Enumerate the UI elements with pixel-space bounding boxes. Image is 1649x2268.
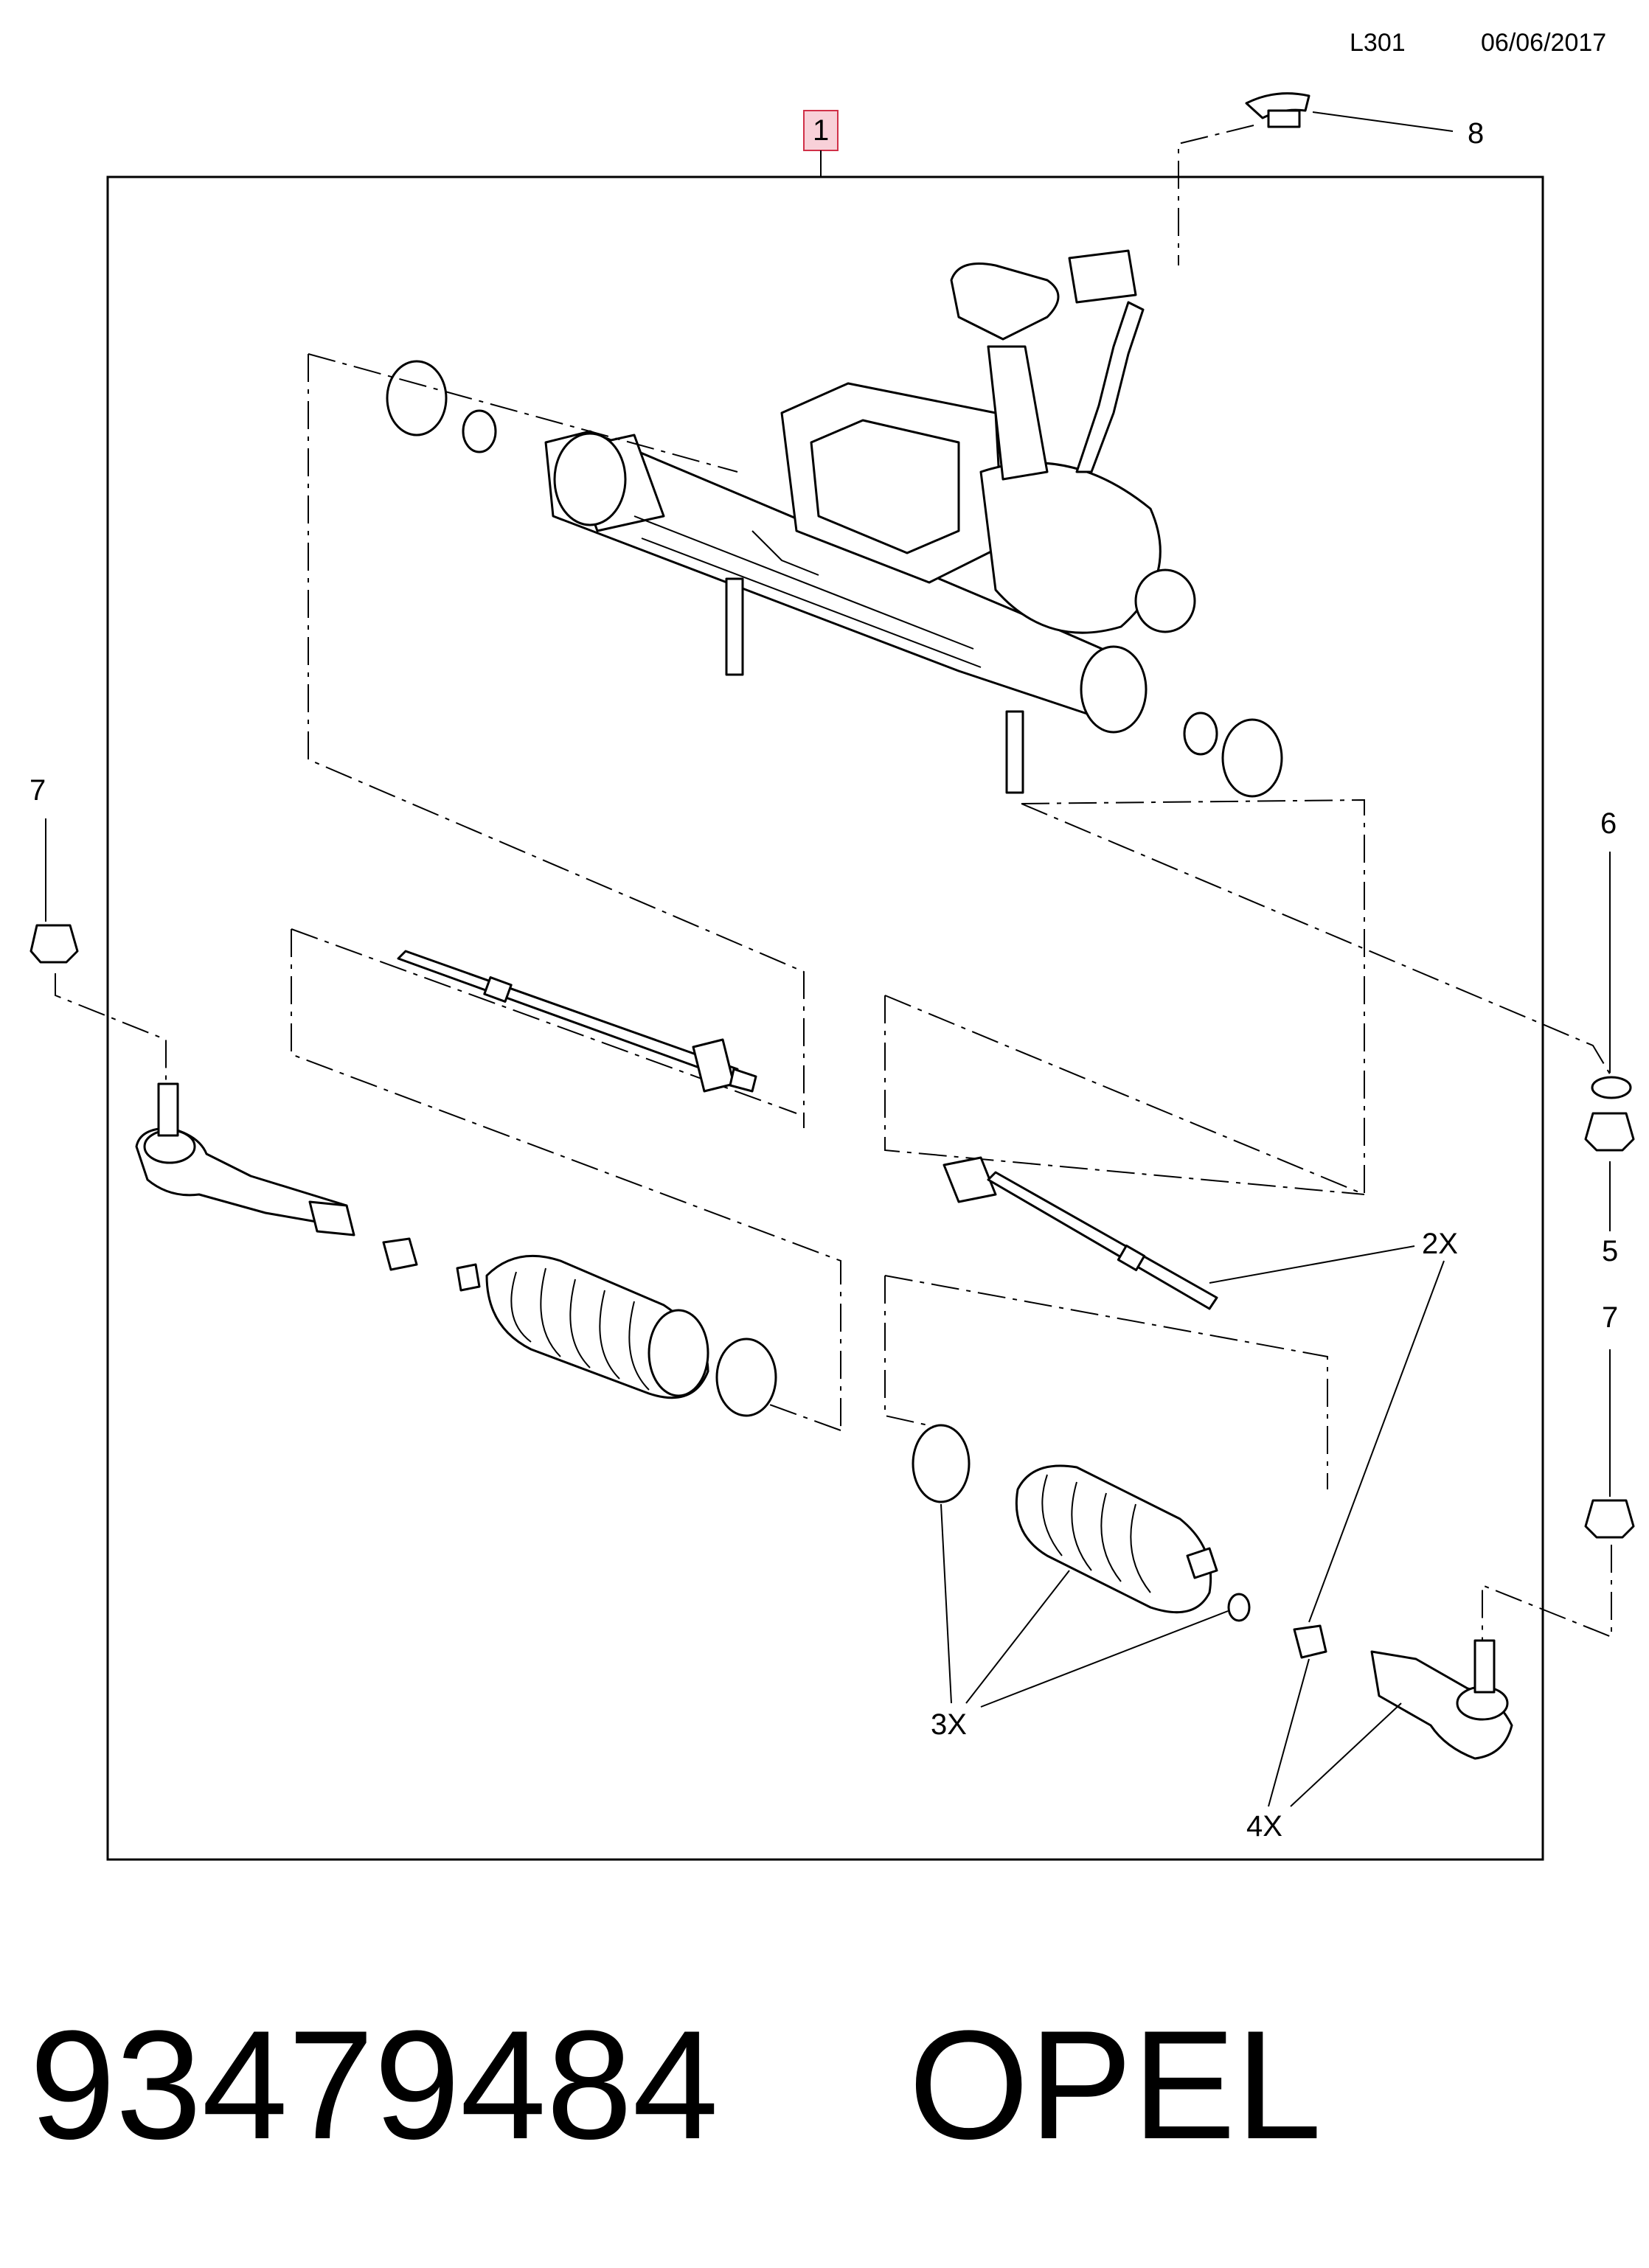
steering-gear-housing <box>544 249 1196 794</box>
part-number: 93479484 <box>29 1998 718 2171</box>
nut-7-right <box>1584 1499 1635 1539</box>
nut-7-left-dashed <box>55 973 167 1084</box>
inner-tie-rod-right <box>942 1156 1218 1310</box>
leader-line-8 <box>1312 111 1454 132</box>
inner-tie-rod-left <box>397 950 757 1093</box>
o-ring-left <box>386 360 448 436</box>
nut-5 <box>1584 1112 1635 1152</box>
phantom-line-washer <box>1021 803 1612 1077</box>
outer-tie-rod-end-left <box>135 1082 355 1236</box>
phantom-box-left-boot <box>759 1400 841 1431</box>
seal-right <box>1183 712 1218 756</box>
phantom-line-left-rack <box>308 354 805 1128</box>
leader-line-3x-c <box>980 1610 1229 1708</box>
bracket-clip <box>1245 92 1310 128</box>
phantom-box-right-tie-rod <box>884 995 1365 1195</box>
o-ring-right <box>1221 718 1283 798</box>
seal-left <box>462 409 497 453</box>
callout-2x[interactable]: 2X <box>1422 1228 1458 1260</box>
washer-6 <box>1591 1076 1632 1099</box>
phantom-line-right-rack <box>1021 799 1365 1194</box>
callout-4x[interactable]: 4X <box>1246 1810 1282 1843</box>
diagram-date: 06/06/2017 <box>1481 29 1606 57</box>
phantom-line-top <box>308 353 738 473</box>
callout-6[interactable]: 6 <box>1600 807 1617 840</box>
brand-name: OPEL <box>909 1998 1322 2171</box>
callout-7-right[interactable]: 7 <box>1602 1301 1618 1334</box>
callout-3x[interactable]: 3X <box>931 1708 967 1741</box>
nut-7-left <box>29 924 79 964</box>
leader-line-4x-b <box>1290 1702 1402 1807</box>
clip-dashed-line <box>1178 125 1254 265</box>
callout-5[interactable]: 5 <box>1602 1235 1618 1267</box>
boot-left <box>485 1254 777 1417</box>
callout-8[interactable]: 8 <box>1468 117 1484 150</box>
leader-line-4x-a <box>1268 1658 1310 1807</box>
leader-line-3x-b <box>965 1570 1070 1704</box>
jam-nut-left <box>382 1237 418 1271</box>
outer-tie-rod-end-right <box>1370 1639 1513 1760</box>
boot-right <box>912 1424 1251 1622</box>
callout-1[interactable]: 1 <box>813 114 829 147</box>
phantom-box-right-boot <box>884 1275 1328 1489</box>
clip-left <box>456 1263 481 1292</box>
callout-7-left[interactable]: 7 <box>29 774 46 807</box>
diagram-code: L301 <box>1350 29 1406 57</box>
nut-7-right-dashed <box>1482 1545 1612 1641</box>
leader-line-2x-a <box>1209 1245 1415 1284</box>
jam-nut-right <box>1293 1624 1327 1659</box>
leader-line-3x-a <box>940 1503 952 1704</box>
leader-line-2x-b <box>1308 1260 1445 1623</box>
assembly-frame <box>106 175 1544 1861</box>
